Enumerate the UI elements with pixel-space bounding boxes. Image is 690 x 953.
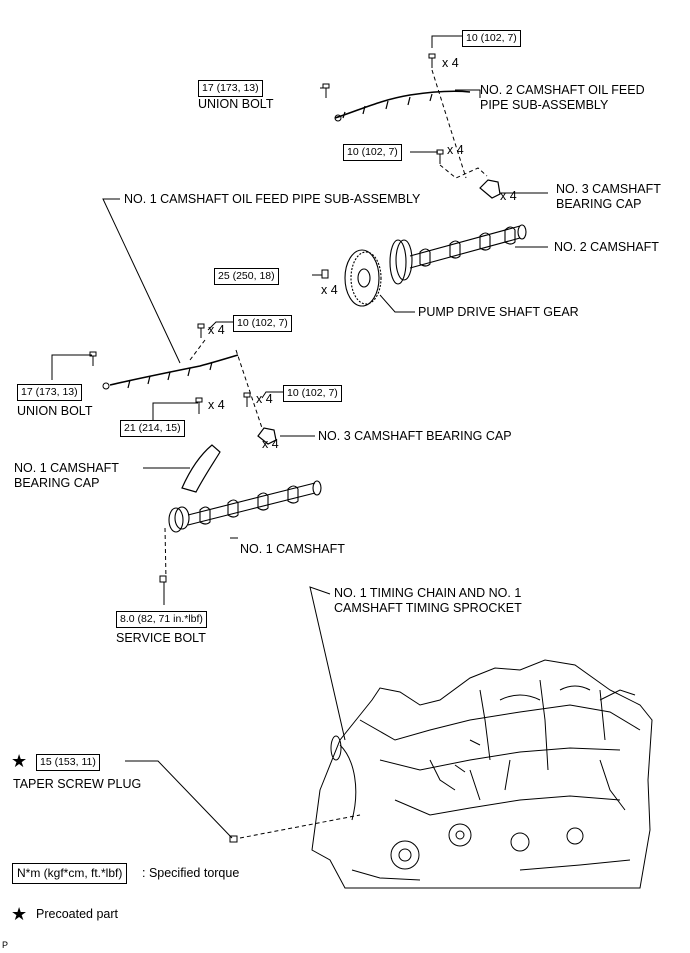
torque-spec: 17 (173, 13): [198, 80, 263, 97]
label-line: BEARING CAP: [14, 476, 100, 490]
label-line: BEARING CAP: [556, 197, 642, 211]
torque-spec: 8.0 (82, 71 in.*lbf): [116, 611, 207, 628]
label-taper-plug: TAPER SCREW PLUG: [13, 777, 142, 791]
quantity-label: x 4: [321, 283, 338, 297]
label-service-bolt: SERVICE BOLT: [116, 631, 206, 645]
no2-camshaft-shape: [389, 224, 527, 285]
leader-line: [320, 87, 327, 95]
footer-code: P: [2, 940, 9, 950]
leader-line: [379, 294, 415, 313]
label-no3-cap-lower: NO. 3 CAMSHAFT BEARING CAP: [318, 429, 512, 443]
legend-star-icon: ★: [11, 904, 28, 924]
label-union-bolt-top: UNION BOLT: [198, 97, 274, 111]
leader-line: [152, 402, 198, 420]
leader-line: [102, 198, 181, 364]
torque-spec: 15 (153, 11): [36, 754, 100, 771]
leader-line: [309, 586, 346, 741]
leader-line: [51, 354, 92, 380]
label-timing-chain: NO. 1 TIMING CHAIN AND NO. 1 CAMSHAFT TI…: [334, 586, 522, 616]
torque-spec: 25 (250, 18): [214, 268, 279, 285]
quantity-label: x 4: [447, 143, 464, 157]
label-line: CAMSHAFT TIMING SPROCKET: [334, 601, 522, 615]
no2-oil-feed-pipe-shape: [334, 90, 471, 119]
engine-block-shape: [311, 659, 653, 889]
legend-torque-unit: N*m (kgf*cm, ft.*lbf): [12, 863, 128, 884]
pump-drive-gear-shape: [344, 249, 382, 307]
label-line: NO. 1 CAMSHAFT: [14, 461, 119, 475]
quantity-label: x 4: [256, 392, 273, 406]
label-line: PIPE SUB-ASSEMBLY: [480, 98, 609, 112]
label-line: NO. 1 TIMING CHAIN AND NO. 1: [334, 586, 522, 600]
torque-spec: 10 (102, 7): [283, 385, 342, 402]
quantity-label: x 4: [208, 323, 225, 337]
legend-torque-desc: : Specified torque: [142, 866, 240, 880]
label-union-bolt-left: UNION BOLT: [17, 404, 93, 418]
dashed-guide: [235, 349, 263, 429]
leader-line: [125, 760, 233, 839]
torque-spec: 10 (102, 7): [343, 144, 402, 161]
precoated-star-icon: ★: [11, 751, 28, 771]
dashed-guide: [164, 527, 167, 581]
legend-precoated: Precoated part: [36, 907, 118, 921]
dashed-guide: [431, 69, 467, 179]
no3-cap-lower-shape: [257, 427, 277, 445]
torque-spec: 10 (102, 7): [233, 315, 292, 332]
no3-cap-top-shape: [479, 179, 501, 199]
no1-camshaft-shape: [168, 480, 322, 533]
dashed-guide: [189, 339, 206, 361]
label-line: NO. 3 CAMSHAFT: [556, 182, 661, 196]
leader-line: [261, 391, 283, 399]
quantity-label: x 4: [500, 189, 517, 203]
quantity-label: x 4: [262, 437, 279, 451]
leader-line: [455, 89, 481, 98]
label-no2-camshaft: NO. 2 CAMSHAFT: [554, 240, 659, 254]
leader-line: [431, 35, 462, 48]
dashed-guide: [439, 164, 488, 179]
torque-spec: 10 (102, 7): [462, 30, 521, 47]
label-no1-camshaft: NO. 1 CAMSHAFT: [240, 542, 345, 556]
label-no1-oil-feed-pipe: NO. 1 CAMSHAFT OIL FEED PIPE SUB-ASSEMBL…: [124, 192, 421, 206]
no1-cap-shape: [181, 444, 221, 493]
leader-line: [207, 321, 233, 331]
label-pump-drive-gear: PUMP DRIVE SHAFT GEAR: [418, 305, 579, 319]
label-no3-cap-top: NO. 3 CAMSHAFT BEARING CAP: [556, 182, 661, 212]
label-no2-oil-feed-pipe: NO. 2 CAMSHAFT OIL FEED PIPE SUB-ASSEMBL…: [480, 83, 645, 113]
quantity-label: x 4: [442, 56, 459, 70]
no1-oil-feed-pipe-shape: [109, 354, 239, 386]
quantity-label: x 4: [208, 398, 225, 412]
dashed-guide: [239, 814, 361, 839]
label-line: NO. 2 CAMSHAFT OIL FEED: [480, 83, 645, 97]
torque-spec: 17 (173, 13): [17, 384, 82, 401]
label-no1-cap: NO. 1 CAMSHAFT BEARING CAP: [14, 461, 119, 491]
torque-spec: 21 (214, 15): [120, 420, 185, 437]
